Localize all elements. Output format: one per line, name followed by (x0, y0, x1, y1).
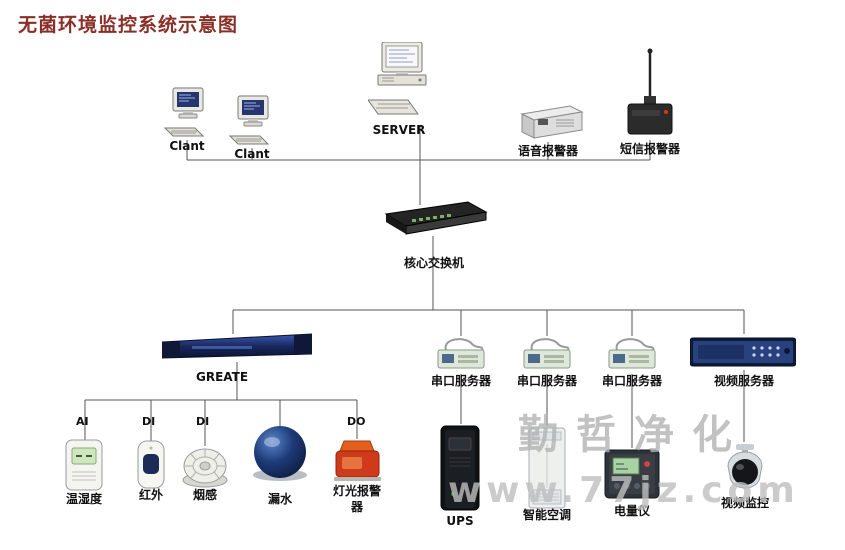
video-server-icon (689, 334, 797, 370)
light-alarm-icon (330, 437, 385, 483)
client1-label: Clant (169, 139, 205, 153)
serial-server1-label: 串口服务器 (430, 374, 491, 388)
client1-computer-icon (163, 86, 211, 140)
voice-alarm-icon (512, 104, 584, 142)
greate-label: GREATE (195, 370, 249, 384)
sms-alarm-label: 短信报警器 (619, 142, 680, 156)
sms-alarm-icon (624, 48, 676, 140)
client2-computer-icon (228, 94, 276, 148)
serial-server3-label: 串口服务器 (601, 374, 662, 388)
light-alarm-label: 灯光报警器 (332, 484, 381, 514)
infrared-label: 红外 (138, 488, 163, 502)
port-label-ai: AI (76, 415, 89, 428)
serial-server3-icon (603, 336, 661, 374)
serial-server1-icon (432, 336, 490, 374)
port-label-di1: DI (142, 415, 156, 428)
server-label: SERVER (372, 123, 426, 137)
ups-label: UPS (446, 514, 474, 528)
server-computer-icon (367, 41, 430, 122)
video-monitor-label: 视频监控 (720, 496, 769, 510)
serial-server2-label: 串口服务器 (516, 374, 577, 388)
port-label-di2: DI (196, 415, 210, 428)
core-switch-icon (382, 198, 488, 238)
smart-ac-label: 智能空调 (522, 508, 571, 522)
core-switch-label: 核心交换机 (403, 256, 464, 270)
page-title: 无菌环境监控系统示意图 (18, 14, 239, 36)
water-leak-label: 漏水 (267, 492, 292, 506)
ups-icon (437, 424, 483, 514)
power-meter-label: 电量仪 (613, 504, 650, 518)
video-server-label: 视频服务器 (713, 374, 774, 388)
serial-server2-icon (518, 336, 576, 374)
smart-ac-icon (525, 426, 569, 512)
water-leak-sensor-icon (250, 424, 310, 482)
smoke-detector-icon (181, 444, 229, 488)
video-monitor-camera-icon (720, 442, 770, 492)
temp-humidity-label: 温湿度 (65, 492, 102, 506)
greate-controller-icon (161, 328, 313, 362)
port-label-do: DO (347, 415, 366, 428)
client2-label: Clant (234, 147, 270, 161)
voice-alarm-label: 语音报警器 (517, 144, 578, 158)
power-meter-icon (603, 448, 661, 502)
smoke-label: 烟感 (192, 488, 217, 502)
temp-humidity-sensor-icon (64, 438, 104, 492)
infrared-sensor-icon (134, 440, 168, 490)
